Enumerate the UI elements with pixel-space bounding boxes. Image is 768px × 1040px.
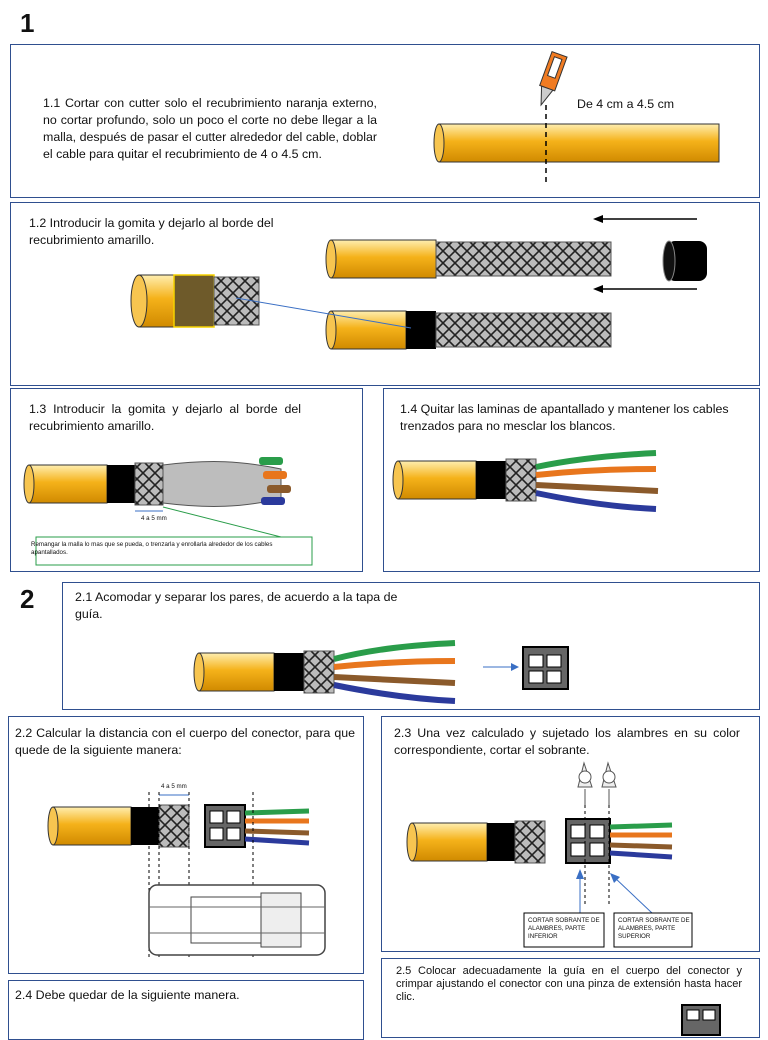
cable-jacket — [438, 123, 720, 163]
separate-pairs-illustration — [193, 640, 569, 704]
step-2-4-panel: 2.4 Debe quedar de la siguiente manera. — [8, 980, 364, 1040]
cutter-icon — [539, 50, 568, 107]
step-2-5-text: 2.5 Colocar adecuadamente la guía en el … — [396, 965, 742, 1003]
step-2-2-panel: 2.2 Calcular la distancia con el cuerpo … — [8, 716, 364, 974]
step-1-2-text: 1.2 Introducir la gomita y dejarlo al bo… — [29, 216, 274, 247]
cut-excess-illustration — [406, 761, 693, 948]
scissors-icon — [577, 761, 617, 805]
step-1-1-panel: 1.1 Cortar con cutter solo el recubrimie… — [10, 44, 760, 198]
step-1-2-panel: 1.2 Introducir la gomita y dejarlo al bo… — [10, 202, 760, 386]
connector-guide-icon — [522, 646, 569, 690]
cutter-cable-illustration — [433, 50, 720, 185]
section-number-2: 2 — [20, 584, 35, 614]
step-1-3-text: 1.3 Introducir la gomita y dejarlo al bo… — [29, 402, 301, 433]
step-2-1-text: 2.1 Acomodar y separar los pares, de acu… — [75, 590, 398, 621]
step-1-4-panel: 1.4 Quitar las laminas de apantallado y … — [383, 388, 760, 572]
connector-body-icon — [148, 884, 326, 956]
step-1-4-text: 1.4 Quitar las laminas de apantallado y … — [400, 402, 729, 433]
connector-distance-illustration — [47, 792, 326, 957]
twisted-pairs-illustration — [392, 450, 659, 512]
step-1-3-note: Remangar la malla lo mas que se pueda, o… — [31, 541, 273, 556]
step-2-3-text: 2.3 Una vez calculado y sujetado los ala… — [394, 726, 740, 757]
rubber-sleeve-icon — [662, 240, 707, 282]
cable-sleeve-illustration — [130, 215, 707, 350]
dim-label-4-5mm-2: 4 a 5 mm — [161, 783, 187, 790]
step-2-1-panel: 2.1 Acomodar y separar los pares, de acu… — [62, 582, 760, 710]
shield-fold-illustration — [23, 457, 313, 566]
measure-label: De 4 cm a 4.5 cm — [577, 97, 675, 111]
cut-upper-label: CORTAR SOBRANTE DE ALAMBRES, PARTE SUPER… — [618, 917, 690, 940]
section-number-1: 1 — [20, 8, 35, 38]
step-2-2-text: 2.2 Calcular la distancia con el cuerpo … — [15, 726, 355, 757]
dim-label-4-5mm: 4 a 5 mm — [141, 515, 167, 522]
step-2-3-panel: 2.3 Una vez calculado y sujetado los ala… — [381, 716, 760, 952]
step-1-1-text: 1.1 Cortar con cutter solo el recubrimie… — [43, 96, 377, 161]
step-1-3-panel: 1.3 Introducir la gomita y dejarlo al bo… — [10, 388, 363, 572]
crimp-connector-illustration — [681, 1004, 721, 1036]
step-2-4-text: 2.4 Debe quedar de la siguiente manera. — [15, 988, 240, 1002]
cut-lower-label: CORTAR SOBRANTE DE ALAMBRES, PARTE INFER… — [528, 917, 600, 940]
step-2-5-panel: 2.5 Colocar adecuadamente la guía en el … — [381, 958, 760, 1038]
